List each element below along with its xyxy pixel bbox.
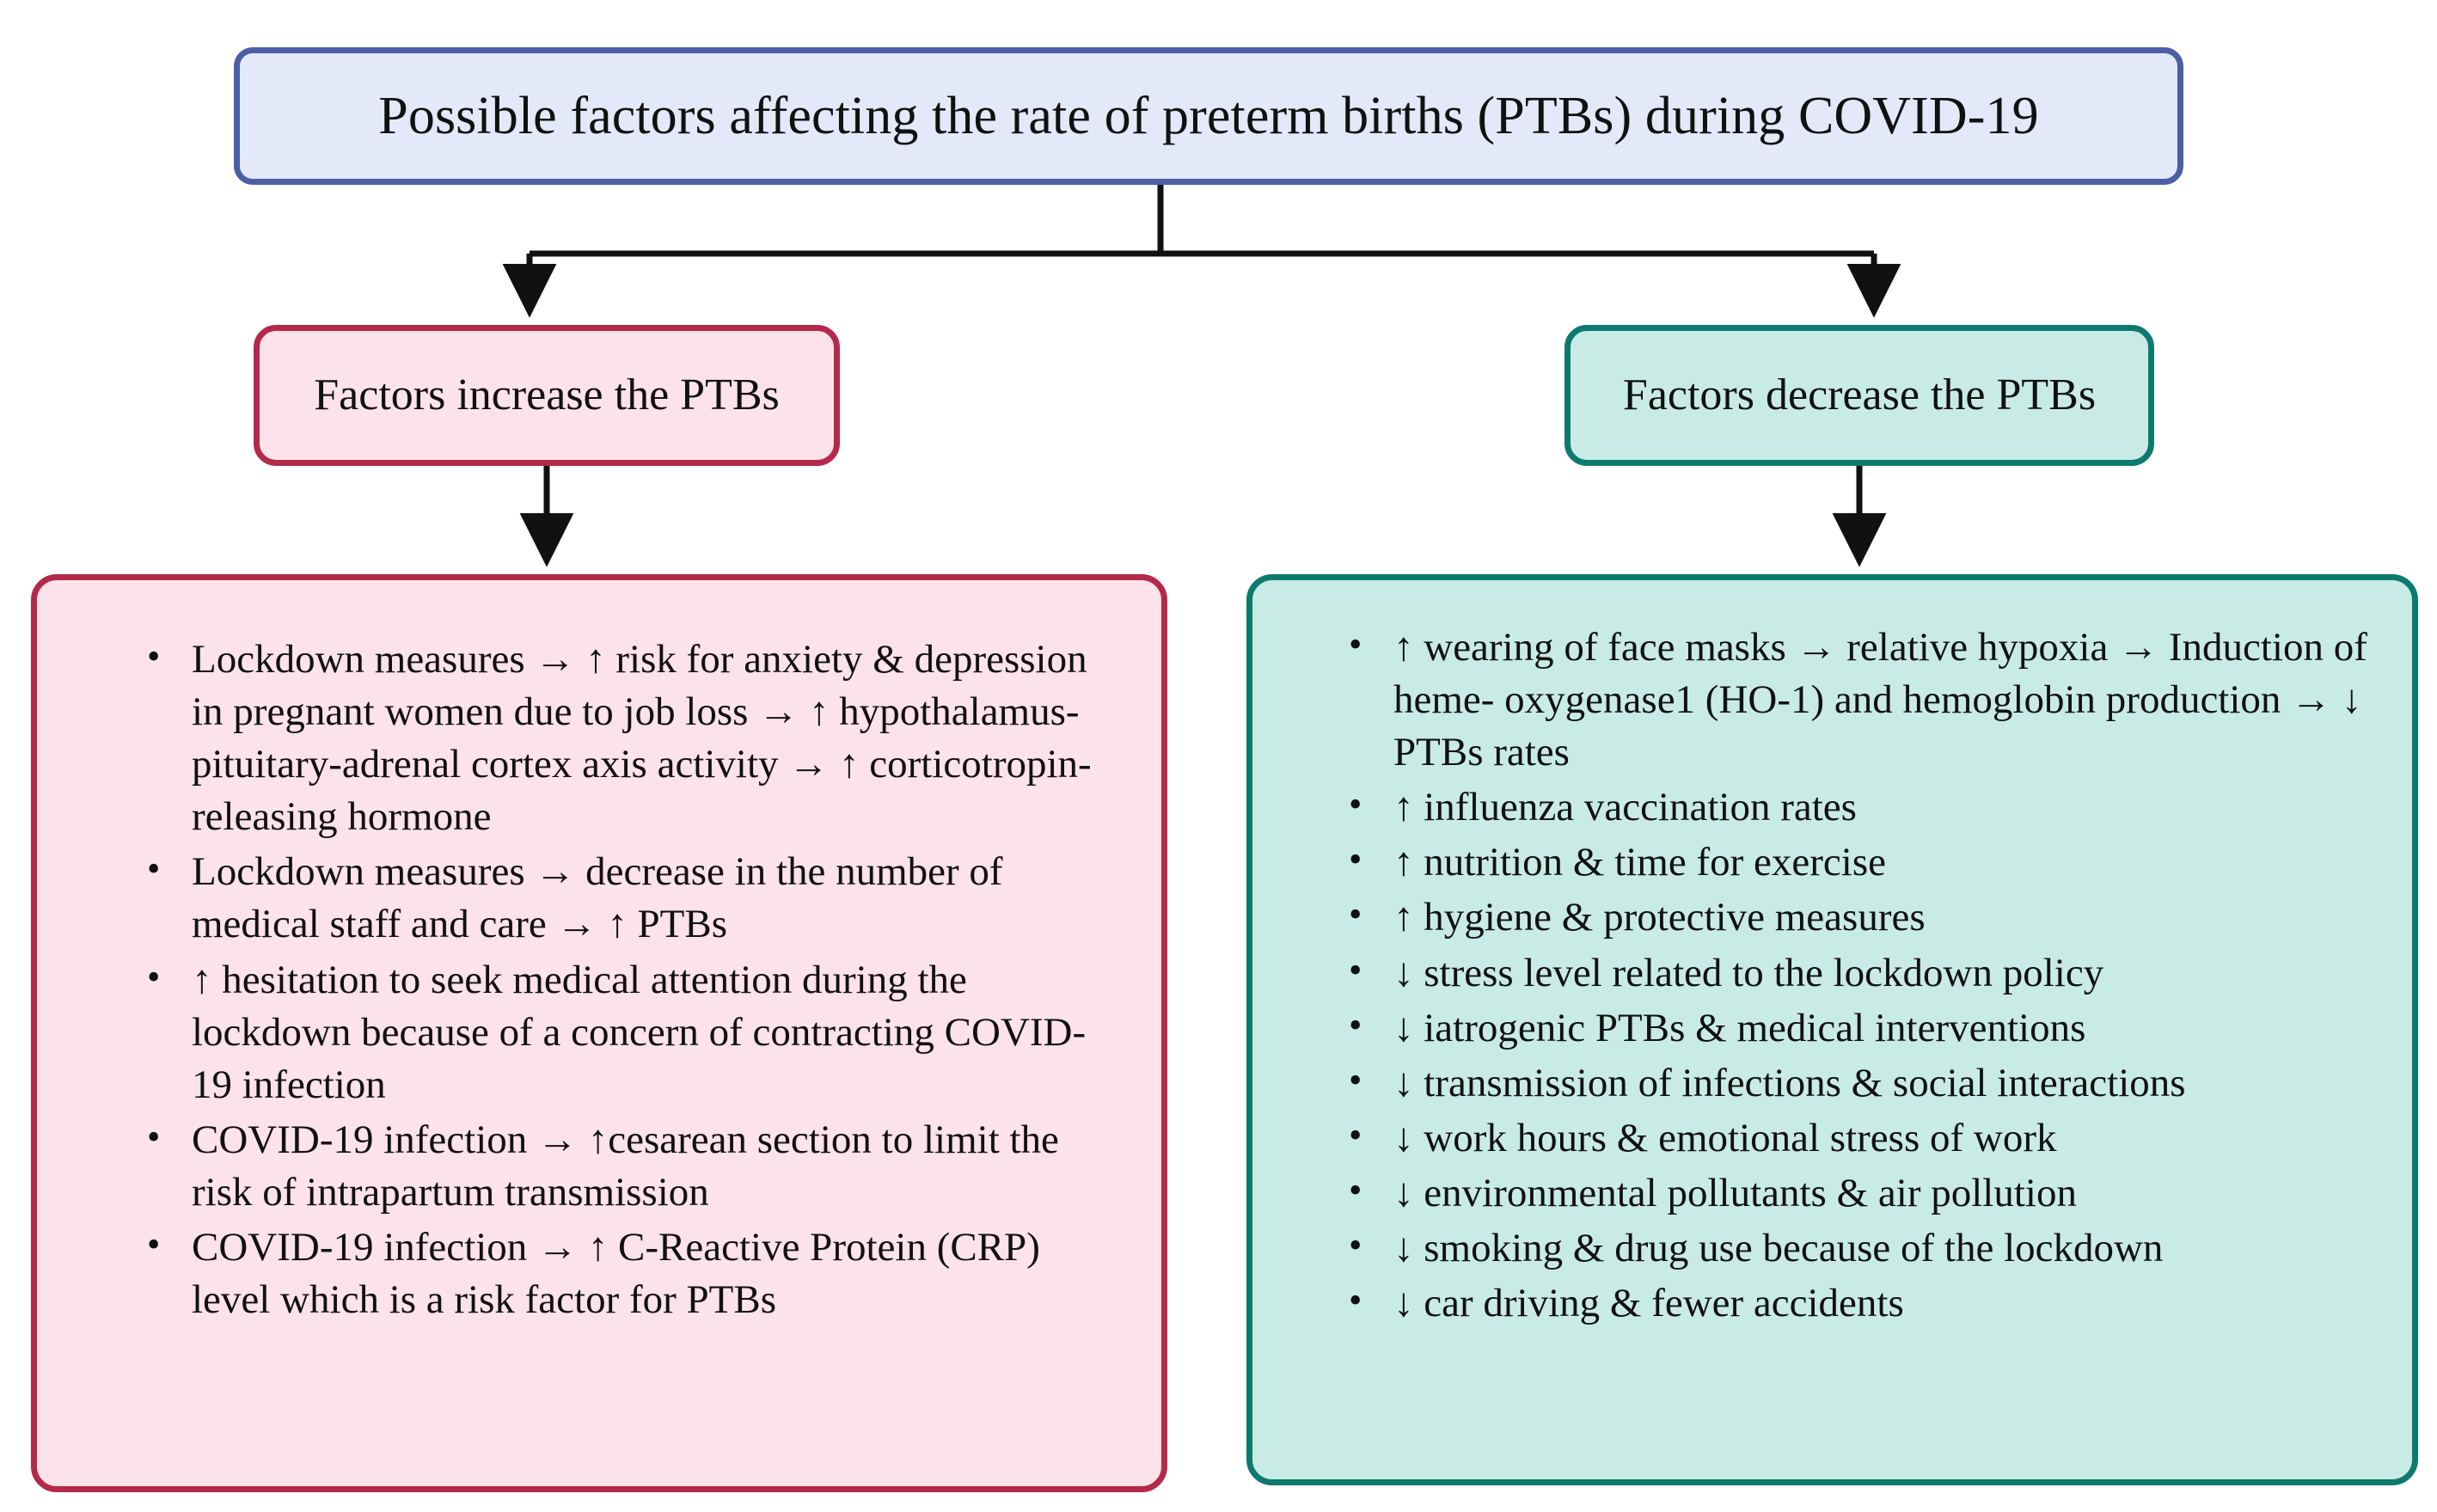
list-item: Lockdown measures → decrease in the numb… (147, 844, 1117, 951)
list-item: COVID-19 infection → ↑cesarean section t… (147, 1112, 1117, 1219)
branch-header-decrease-label: Factors decrease the PTBs (1622, 370, 2097, 420)
factors-increase-list: Lockdown measures → ↑ risk for anxiety &… (147, 632, 1117, 1326)
page-title: Possible factors affecting the rate of p… (378, 86, 2039, 145)
list-item: ↑ wearing of face masks → relative hypox… (1349, 620, 2378, 779)
diagram-title-box: Possible factors affecting the rate of p… (234, 47, 2183, 185)
list-item: ↑ hygiene & protective measures (1349, 890, 2378, 944)
branch-header-increase: Factors increase the PTBs (254, 325, 840, 466)
list-item: ↓ stress level related to the lockdown p… (1349, 946, 2378, 1000)
list-item: ↓ car driving & fewer accidents (1349, 1276, 2378, 1330)
list-item: ↓ work hours & emotional stress of work (1349, 1111, 2378, 1165)
list-item: COVID-19 infection → ↑ C-Reactive Protei… (147, 1220, 1117, 1326)
list-item: ↑ nutrition & time for exercise (1349, 835, 2378, 889)
list-item: ↓ smoking & drug use because of the lock… (1349, 1221, 2378, 1275)
branch-header-decrease: Factors decrease the PTBs (1564, 325, 2154, 466)
branch-header-increase-label: Factors increase the PTBs (314, 370, 780, 420)
list-item: ↑ hesitation to seek medical attention d… (147, 952, 1117, 1111)
factors-decrease-panel: ↑ wearing of face masks → relative hypox… (1246, 574, 2418, 1485)
list-item: Lockdown measures → ↑ risk for anxiety &… (147, 632, 1117, 843)
list-item: ↓ environmental pollutants & air polluti… (1349, 1166, 2378, 1220)
list-item: ↑ influenza vaccination rates (1349, 780, 2378, 834)
factors-increase-panel: Lockdown measures → ↑ risk for anxiety &… (31, 574, 1167, 1492)
list-item: ↓ iatrogenic PTBs & medical intervention… (1349, 1001, 2378, 1055)
factors-decrease-list: ↑ wearing of face masks → relative hypox… (1349, 620, 2378, 1330)
list-item: ↓ transmission of infections & social in… (1349, 1056, 2378, 1110)
